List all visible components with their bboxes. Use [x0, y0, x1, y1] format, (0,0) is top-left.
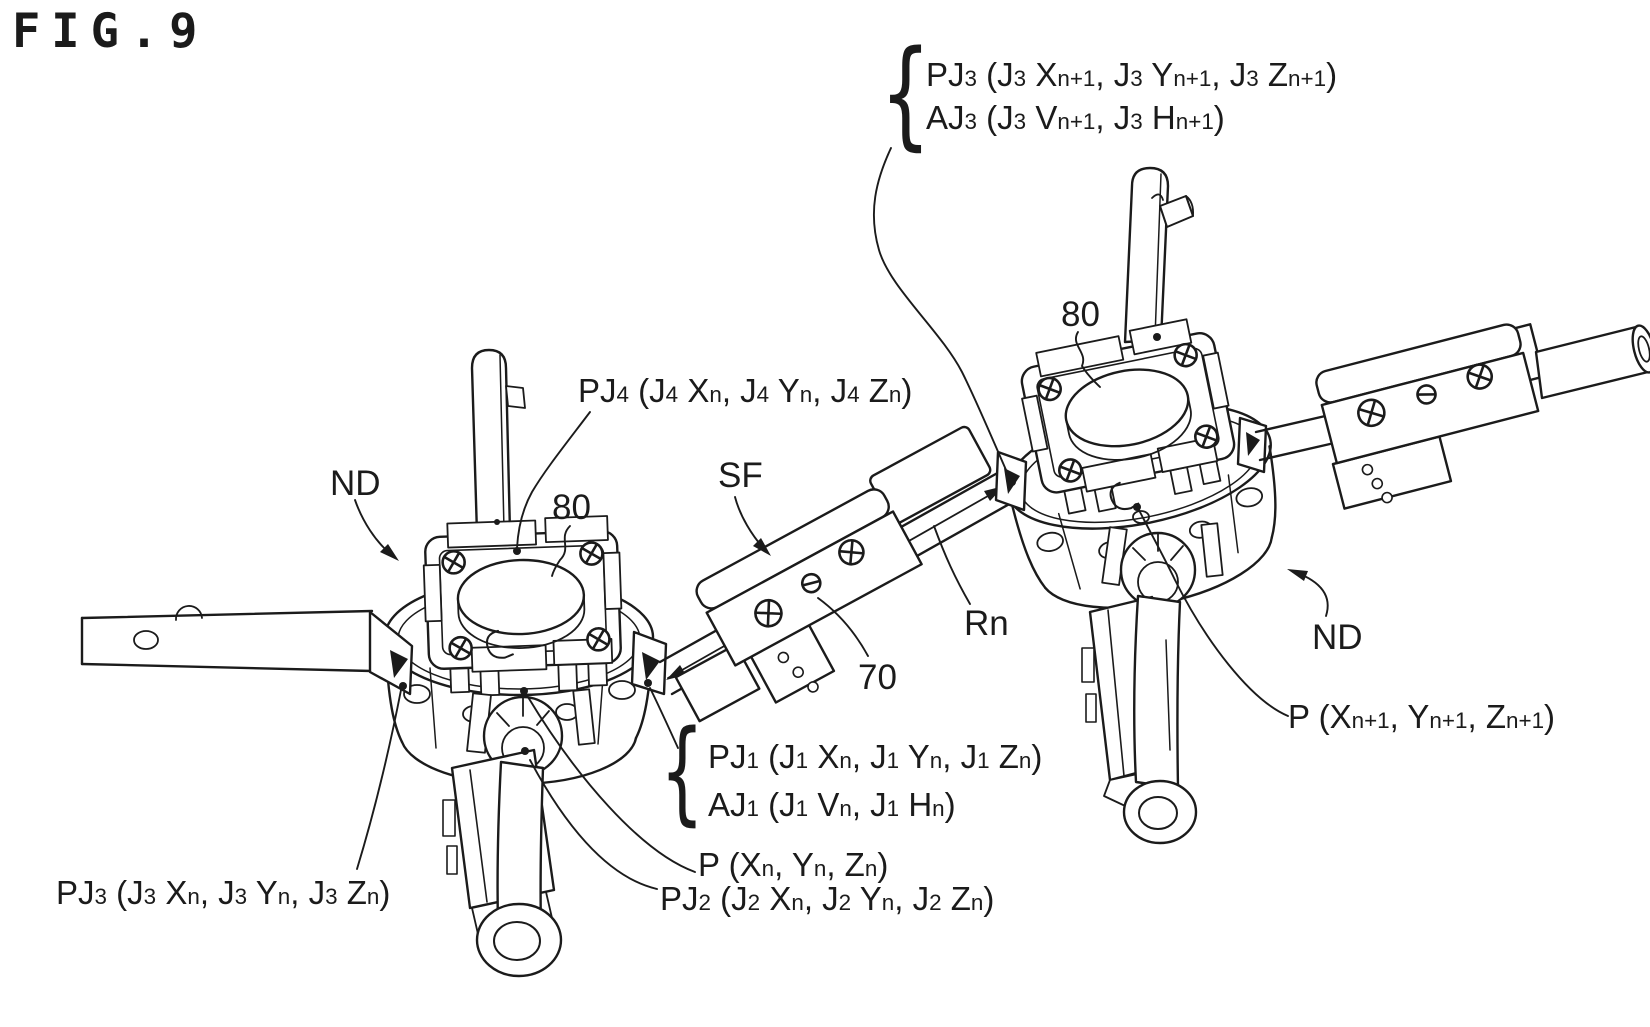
label-aj3-angles-next: AJ3 (J3 Vn+1, J3 Hn+1) [926, 99, 1225, 136]
label-aj1-angles: AJ1 (J1 Vn, J1 Hn) [708, 786, 956, 823]
label-sf: SF [718, 456, 763, 495]
leader-80-right [1075, 331, 1101, 388]
label-pj1-coordinates: PJ1 (J1 Xn, J1 Yn, J1 Zn) [708, 738, 1043, 775]
label-nd-right: ND [1312, 618, 1363, 657]
left-node-top-plate [422, 515, 623, 697]
nd-right-arrowhead [1287, 569, 1308, 581]
left-arm-bar [80, 605, 374, 673]
left-lower-arm [442, 748, 563, 978]
right-end-cylinder [1534, 324, 1650, 400]
figure-title: FIG.9 [12, 4, 209, 59]
right-ball-joint [1101, 522, 1224, 609]
leader-nd-right [1294, 571, 1329, 617]
brace-pj1-aj1: { [660, 707, 705, 837]
link-frame [674, 425, 992, 723]
leader-pj2 [529, 759, 658, 890]
label-80-right: 80 [1061, 295, 1100, 334]
sf-arrowhead [753, 538, 771, 556]
leader-70 [817, 597, 869, 657]
leader-p-left [527, 696, 696, 873]
leader-pj1-aj1 [649, 687, 679, 749]
connection-dots [399, 333, 1161, 755]
right-lower-arm [1081, 594, 1198, 845]
marker-disc-left [456, 558, 586, 636]
label-pj4-coordinates: PJ4 (J4 Xn, J4 Yn, J4 Zn) [578, 372, 913, 409]
plate-screws-right [1037, 342, 1219, 483]
brace-pj3-aj3: { [880, 24, 932, 162]
right-node-pole [1123, 166, 1195, 344]
left-joint-node [80, 348, 668, 978]
leader-pj3-bottom [356, 689, 402, 870]
plate-screws-left [441, 541, 611, 661]
leader-lines [354, 147, 1329, 890]
leader-pj4 [516, 411, 591, 549]
nd-left-arrowhead [380, 544, 399, 561]
label-p-coordinates-next: P (Xn+1, Yn+1, Zn+1) [1288, 698, 1556, 735]
label-pj2-coordinates: PJ2 (J2 Xn, J2 Yn, J2 Zn) [660, 880, 995, 917]
leader-80-left [551, 525, 571, 577]
marker-disc-right [1064, 368, 1190, 448]
right-node-top-plate [1020, 318, 1236, 515]
leader-rn [933, 525, 971, 605]
left-node-pole [470, 348, 526, 536]
label-pj3-coordinates-next: PJ3 (J3 Xn+1, J3 Yn+1, J3 Zn+1) [926, 56, 1338, 93]
leader-pj3-aj3-top [873, 147, 1011, 480]
label-rn-axis: Rn [964, 604, 1009, 643]
label-pj3-coordinates: PJ3 (J3 Xn, J3 Yn, J3 Zn) [56, 874, 391, 911]
label-nd-left: ND [330, 464, 381, 503]
leader-p-right [1138, 509, 1289, 717]
right-joint-node [994, 166, 1650, 845]
label-p-coordinates: P (Xn, Yn, Zn) [698, 846, 889, 883]
left-node-notches [368, 610, 668, 696]
right-arm-assembly [1254, 323, 1650, 510]
label-80-left: 80 [552, 488, 591, 527]
label-70: 70 [858, 658, 897, 697]
